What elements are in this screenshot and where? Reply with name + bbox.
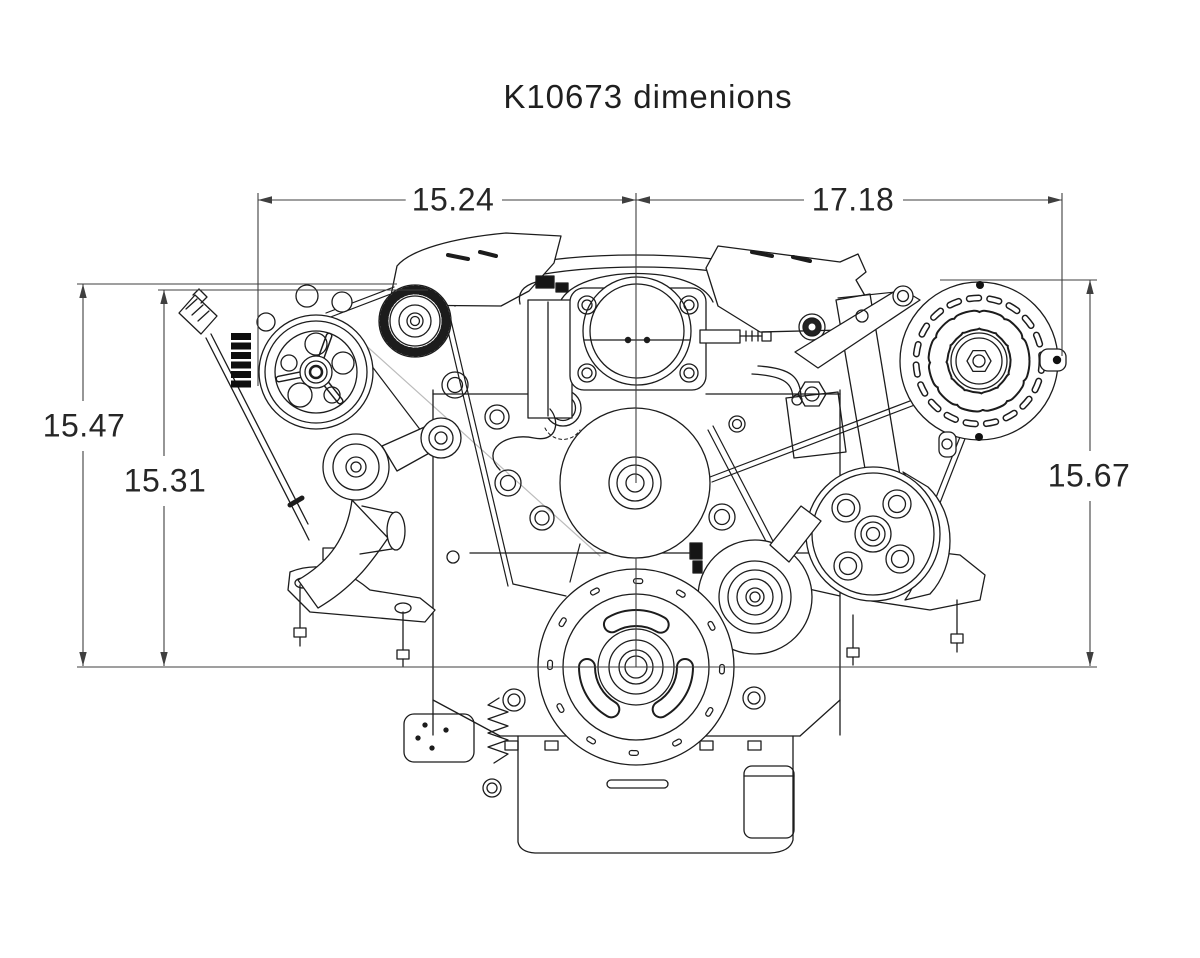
alternator <box>837 281 1067 458</box>
ac-compressor-clutch <box>256 284 374 430</box>
coolant-outlet <box>297 499 460 609</box>
hidden-construction-line <box>351 332 601 557</box>
bypass-hose <box>492 408 557 471</box>
dimension-top-right: 17.18 <box>805 181 901 219</box>
stamp-marks <box>231 333 251 388</box>
heater-pipe <box>757 365 802 397</box>
oil-pan-drain-slot <box>606 779 669 789</box>
belt-tensioner <box>322 417 462 501</box>
crank-sensor-connector <box>689 542 703 560</box>
drawing-title: K10673 dimenions <box>503 78 793 115</box>
dimension-lines <box>77 193 1097 668</box>
throttle-body <box>492 275 803 574</box>
valve-cover-left <box>388 232 562 307</box>
valve-cover-right <box>705 245 873 341</box>
dimension-arrows <box>79 196 1094 666</box>
dimension-left-outer: 15.47 <box>36 407 132 445</box>
dimension-top-left: 15.24 <box>405 181 501 219</box>
ribbed-idler-pulley <box>378 284 452 358</box>
coiled-tube <box>487 697 509 764</box>
water-pump-pulley <box>559 407 711 559</box>
power-steering-pump-pulley <box>805 466 951 602</box>
fuel-rail-fitting <box>699 329 741 344</box>
idler-pulley <box>697 505 822 655</box>
oil-filter <box>743 765 795 839</box>
sensor-connector <box>535 275 555 289</box>
oil-pan <box>403 697 801 854</box>
dipstick <box>178 288 310 541</box>
bottom-accessory <box>403 713 475 763</box>
dimension-right: 15.67 <box>1041 457 1137 495</box>
dimension-left-inner: 15.31 <box>117 462 213 500</box>
